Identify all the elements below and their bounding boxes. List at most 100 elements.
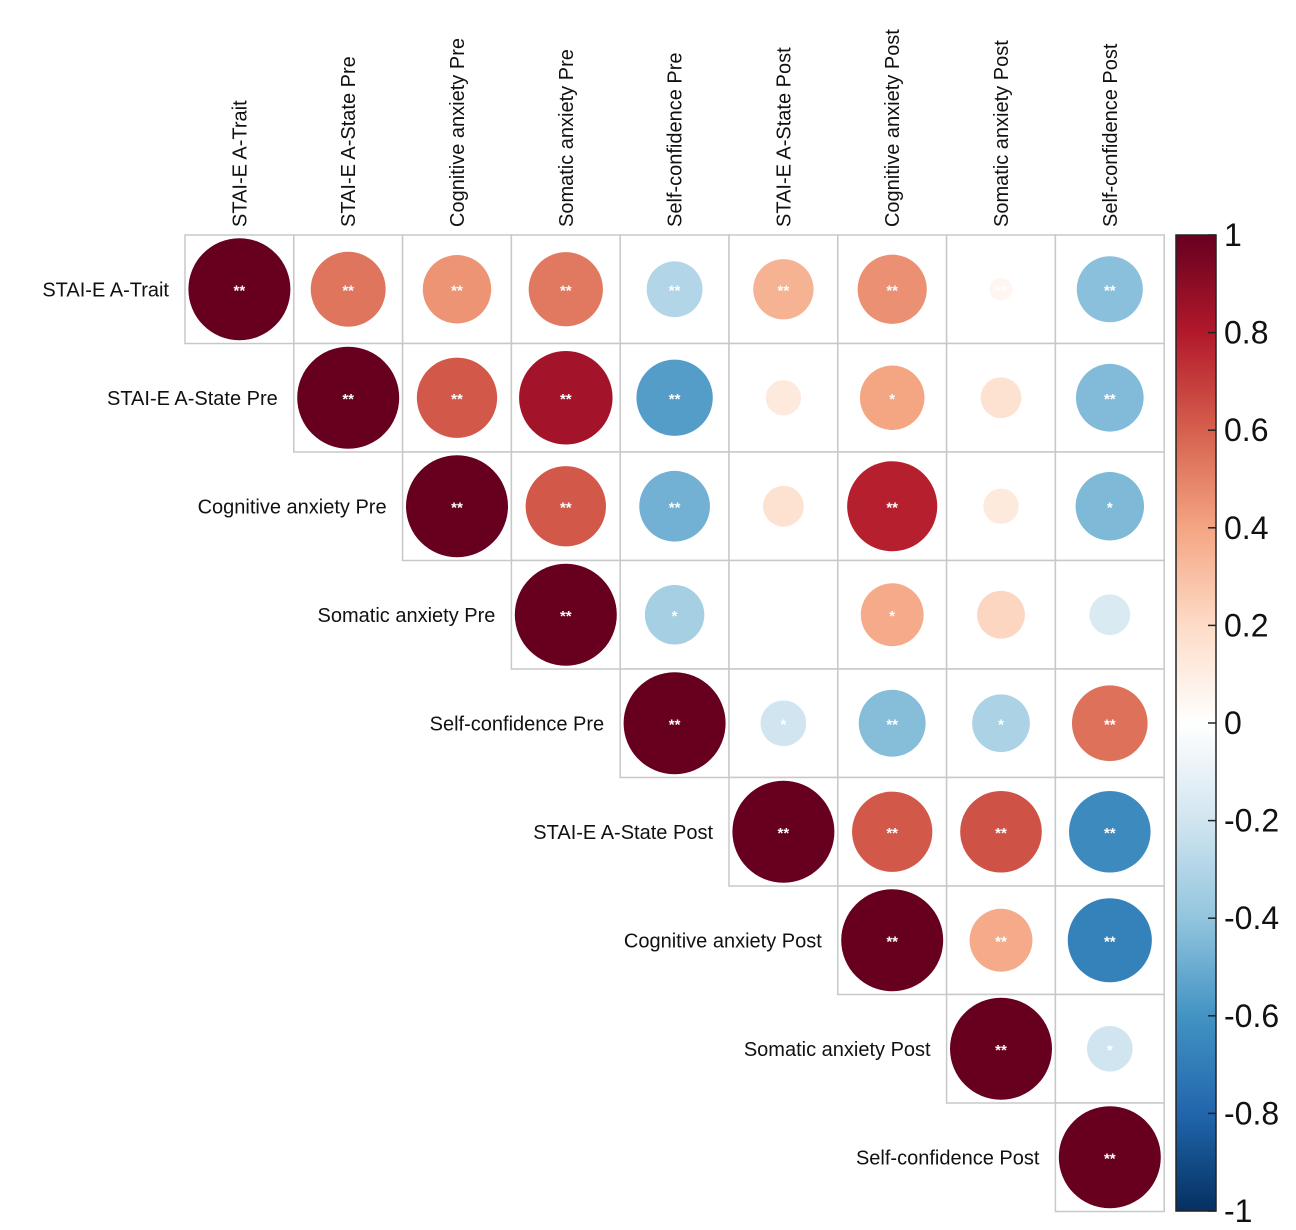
correlation-circle — [636, 359, 713, 436]
colorbar-tick-label: -0.2 — [1224, 803, 1279, 839]
correlation-circle — [765, 380, 802, 416]
significance-mark: ** — [669, 716, 681, 733]
colorbar-tick-label: -0.8 — [1224, 1095, 1279, 1131]
row-label: Self-confidence Post — [856, 1147, 1040, 1169]
grid-cell — [945, 885, 1057, 996]
significance-mark: ** — [451, 391, 463, 408]
colorbar-tick-label: -1 — [1224, 1193, 1252, 1229]
significance-mark: ** — [1104, 825, 1116, 842]
significance-mark: ** — [451, 499, 463, 516]
significance-mark: * — [998, 716, 1004, 733]
significance-mark: ** — [995, 933, 1007, 950]
significance-mark: ** — [234, 282, 246, 299]
significance-mark: ** — [669, 391, 681, 408]
significance-mark: * — [780, 716, 786, 733]
colorbar-tick-label: 0 — [1224, 705, 1242, 741]
correlation-circle — [519, 351, 613, 445]
row-label: STAI-E A-Trait — [42, 279, 169, 301]
correlation-circle — [841, 889, 944, 992]
row-label: STAI-E A-State Pre — [107, 388, 278, 410]
significance-mark: ** — [778, 825, 790, 842]
correlation-circle — [1086, 1025, 1133, 1072]
correlation-circle — [1069, 790, 1151, 873]
correlation-circle — [969, 908, 1033, 972]
significance-mark: * — [1107, 1042, 1113, 1059]
significance-mark: ** — [995, 1042, 1007, 1059]
correlation-circle — [514, 563, 617, 666]
correlation-circle — [989, 277, 1013, 301]
significance-mark: * — [672, 608, 678, 625]
correlation-circle — [525, 466, 606, 547]
correlation-circle — [1067, 898, 1152, 983]
correlation-circle — [528, 252, 603, 327]
significance-mark: ** — [1104, 716, 1116, 733]
correlation-circle — [760, 700, 807, 747]
significance-mark: ** — [995, 825, 1007, 842]
correlation-circle — [847, 461, 938, 552]
correlation-circle — [1075, 472, 1145, 541]
row-label: Somatic anxiety Post — [744, 1039, 931, 1061]
correlation-circle — [972, 694, 1030, 753]
row-label: STAI-E A-State Post — [533, 822, 713, 844]
correlation-circle — [623, 672, 726, 775]
row-label: Cognitive anxiety Pre — [198, 496, 387, 518]
colorbar-tick-label: 0.6 — [1224, 412, 1268, 448]
colorbar-tick-label: 1 — [1224, 217, 1242, 253]
correlation-circle — [852, 791, 933, 872]
correlation-circle — [1089, 594, 1131, 636]
correlation-grid: ****************************************… — [184, 234, 1165, 1213]
correlation-circle — [859, 365, 925, 431]
colorbar-gradient — [1175, 234, 1217, 1212]
correlation-circle — [1075, 363, 1144, 432]
correlation-circle — [983, 488, 1019, 524]
correlation-circle — [960, 790, 1042, 873]
correlation-circle — [297, 346, 400, 449]
significance-mark: ** — [342, 391, 354, 408]
correlation-circle — [950, 997, 1052, 1100]
significance-mark: ** — [886, 282, 898, 299]
significance-mark: ** — [886, 499, 898, 516]
significance-mark: ** — [886, 825, 898, 842]
significance-mark: * — [889, 391, 895, 408]
colorbar-tick-label: -0.4 — [1224, 900, 1279, 936]
significance-mark: ** — [669, 499, 681, 516]
correlation-circle — [1076, 256, 1143, 323]
column-label: STAI-E A-State Pre — [338, 56, 360, 227]
correlation-circle — [1058, 1106, 1161, 1209]
row-label: Somatic anxiety Pre — [318, 605, 496, 627]
correlation-circle — [644, 585, 705, 645]
significance-mark: ** — [560, 391, 572, 408]
significance-mark: ** — [1104, 391, 1116, 408]
column-label: Somatic anxiety Post — [991, 40, 1013, 227]
significance-mark: ** — [778, 282, 790, 299]
correlation-circle — [406, 455, 508, 558]
row-label: Cognitive anxiety Post — [624, 930, 822, 952]
column-label: Cognitive anxiety Post — [882, 29, 904, 227]
significance-mark: ** — [560, 608, 572, 625]
correlation-circle — [416, 357, 498, 438]
correlation-circle — [639, 470, 710, 542]
correlation-circle — [422, 255, 492, 324]
significance-mark: ** — [1104, 1150, 1116, 1167]
correlation-circle — [857, 254, 927, 324]
correlation-circle — [753, 259, 814, 320]
significance-mark: ** — [1104, 282, 1116, 299]
correlation-circle — [763, 485, 804, 527]
grid-cell — [1054, 559, 1165, 670]
grid-cell — [728, 559, 839, 670]
significance-mark: ** — [342, 282, 354, 299]
colorbar-ticks: 10.80.60.40.20-0.2-0.4-0.6-0.8-1 — [1208, 217, 1279, 1229]
column-label: Somatic anxiety Pre — [556, 49, 578, 227]
significance-mark: ** — [560, 499, 572, 516]
significance-mark: ** — [560, 282, 572, 299]
column-label: Self-confidence Pre — [665, 52, 687, 227]
colorbar: 10.80.60.40.20-0.2-0.4-0.6-0.8-1 — [1175, 217, 1279, 1229]
significance-mark: ** — [995, 282, 1007, 299]
correlation-circle — [858, 689, 926, 757]
correlation-circle — [860, 583, 924, 647]
correlation-circle — [977, 590, 1025, 639]
significance-mark: * — [889, 608, 895, 625]
